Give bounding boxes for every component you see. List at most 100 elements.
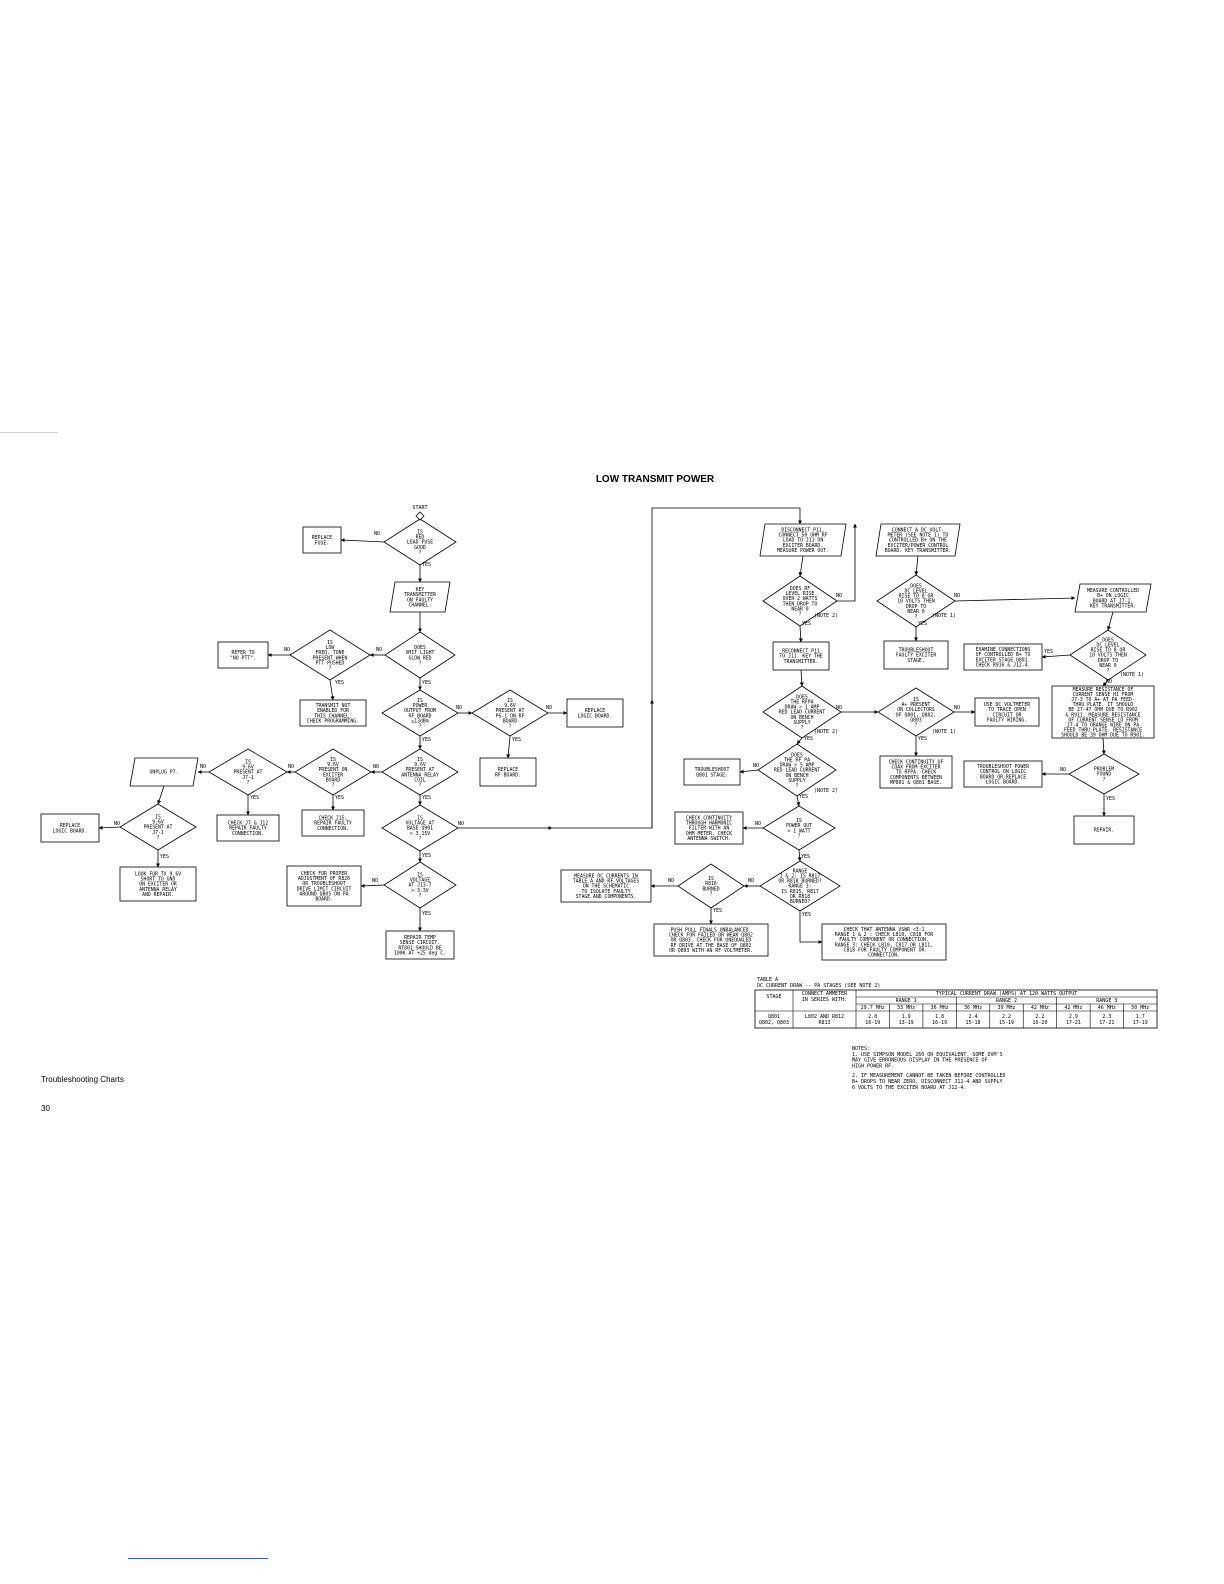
flow-node-n1-line: GOOD <box>414 545 426 551</box>
flow-node-n45-line: DC LEVEL <box>1096 643 1119 649</box>
flow-node-n26-line: NEAR 0 <box>791 606 808 612</box>
flow-node-n47-line: SHOULD BE 39 OHM DUE TO R901. <box>1061 733 1145 739</box>
flow-node-n22-line: > 3.3V <box>411 888 428 894</box>
edge-label: YES <box>713 908 722 914</box>
note-line: 1. USE SIMPSON MODEL 260 OR EQUIVALENT. … <box>852 1052 1003 1058</box>
flow-node-n31-line: ? <box>798 833 801 839</box>
flow-node-n38-line: METER (SEE NOTE 1) TO <box>888 533 949 539</box>
table-range-header: RANGE 2 <box>996 998 1017 1004</box>
table-frequency: 50 MHz <box>1131 1005 1149 1011</box>
flow-node-n16-line: CHECK J7 & J12 <box>228 821 269 827</box>
flow-node-n10-line: REPLACE <box>585 708 605 714</box>
flow-node-n13-line: PRESENT ON <box>319 767 348 773</box>
flow-node-n3-line: TRANSMITTER <box>404 592 436 598</box>
edge-label: YES <box>422 680 431 686</box>
flow-node-n29-line: ? <box>796 783 799 789</box>
flow-node-n15-shape <box>208 748 288 796</box>
flow-node-n27-line: TRANSMITTER. <box>784 659 819 665</box>
flow-node-n14-line: CHECK J15. <box>319 816 348 822</box>
edge-label: NO <box>376 647 382 653</box>
edge-label: NO <box>372 878 378 884</box>
flow-node-n1-line: ? <box>419 550 422 556</box>
flow-node-n41-line: ON COLLECTORS <box>897 707 935 713</box>
edge-label: YES <box>1106 796 1115 802</box>
notes: NOTES:1. USE SIMPSON MODEL 260 OR EQUIVA… <box>852 1046 1006 1091</box>
table-value-cell: 2.9 <box>1069 1014 1078 1020</box>
flow-edge <box>799 911 823 944</box>
flow-node-n1-shape <box>383 518 457 566</box>
flow-node-n35-line: STAGE AND COMPONENTS. <box>576 894 637 900</box>
flow-node-n32-line: OHM METER. CHECK <box>686 831 732 837</box>
flow-node-n30-line: TROUBLESHOOT <box>695 767 730 773</box>
flow-edge <box>157 785 165 805</box>
flow-node-n41-line: Q803 <box>910 717 922 723</box>
bottom-link-underline[interactable] <box>128 1558 268 1559</box>
table-range-header: RANGE 3 <box>1096 998 1117 1004</box>
edge-label: YES <box>422 911 431 917</box>
flow-node-n39-line: DROP TO <box>906 604 926 610</box>
flow-edge <box>914 555 919 576</box>
note-line: B+ DROPS TO NEAR ZERO, DISCONNECT J12-4 … <box>852 1079 1003 1085</box>
flow-node-n38: CONNECT A DC VOLT-METER (SEE NOTE 1) TOC… <box>875 523 961 557</box>
flow-node-n7-shape <box>299 699 367 727</box>
flow-node-n18-line: IS <box>155 815 161 821</box>
flow-node-n37-line: C818 FOR FAULTY COMPONENT OR <box>844 947 925 953</box>
flow-node-n20-shape <box>119 866 197 902</box>
flow-node-n40-line: TROUBLESHOOT <box>899 648 934 654</box>
flow-node-n25-line: EXCITER BOARD. <box>783 543 823 549</box>
table-value-cell: 16-19 <box>865 1020 880 1026</box>
flow-node-n22-line: ? <box>419 893 422 899</box>
flow-node-n15-line: 9.6V <box>242 765 254 771</box>
edge-label: NO <box>456 705 462 711</box>
flow-node-n45-line: NEAR 0 <box>1099 663 1116 669</box>
flow-node-n46-line: OF CONTROLLED B+ TO <box>976 652 1031 658</box>
flow-node-n31-line: IS <box>796 818 802 824</box>
flow-node-n33-line: RANGE <box>793 868 808 874</box>
flow-node-n44-line: KEY TRANSMITTER. <box>1090 603 1136 609</box>
flow-node-n27-shape <box>772 641 830 671</box>
flow-edge <box>1101 737 1106 755</box>
flow-node-n39-line: DC LEVEL <box>904 589 927 595</box>
flow-node-n49-line: BOARD OR REPLACE <box>980 774 1026 780</box>
flow-node-n47-line: BE 27-47 OHM DUE TO R902 <box>1068 707 1137 713</box>
flow-node-n42-line: TO TRACE OPEN <box>988 707 1026 713</box>
flow-node-n36-line: CHECK FOR FAILED OR WEAK Q802 <box>669 933 753 939</box>
flow-node-n3-line: KEY <box>416 587 425 593</box>
flow-node-n28-line: SUPPLY <box>793 720 810 726</box>
flow-node-n31-line: POWER OUT <box>786 823 812 829</box>
flow-node-n29-line: DRAW > 5 AMP <box>780 763 815 769</box>
table-value-cell: 1.7 <box>1136 1014 1145 1020</box>
footer-label: Troubleshooting Charts <box>41 1075 124 1084</box>
flow-node-n20-line: LOOK FOR TX 9.6V <box>135 872 181 878</box>
flow-node-n45-line: RISE TO 8 OR <box>1091 648 1126 654</box>
flow-node-n32-line: THROUGH HARMONIC <box>686 821 732 827</box>
table-range-header: RANGE 1 <box>896 998 917 1004</box>
flow-edge <box>506 735 511 759</box>
flow-node-n37-line: CONNECTION. <box>868 952 900 958</box>
flow-node-n32-line: FILTER WITH AN <box>689 826 730 832</box>
edge-label: YES <box>335 680 344 686</box>
flow-node-n32-line: CHECK CONTINUITY <box>686 816 732 822</box>
flow-node-n13-line: BOARD <box>326 777 341 783</box>
flow-node-n15-line: IS <box>245 760 251 766</box>
flow-node-n46-line: EXCITER STAGE Q801. <box>976 657 1031 663</box>
flow-node-n19-line: LOGIC BOARD. <box>53 828 88 834</box>
flow-node-n18-line: 9.6V <box>152 820 164 826</box>
flow-node-n21-line: > 3.15V <box>410 831 430 837</box>
flow-node-n20-line: ON EXCITER OR <box>139 882 177 888</box>
flow-node-n49-line: TROUBLESHOOT POWER <box>977 764 1029 770</box>
flow-node-n36-line: OR Q803. CHECK FOR UNEQUALED <box>671 938 752 944</box>
flow-node-n2-shape <box>302 526 342 554</box>
